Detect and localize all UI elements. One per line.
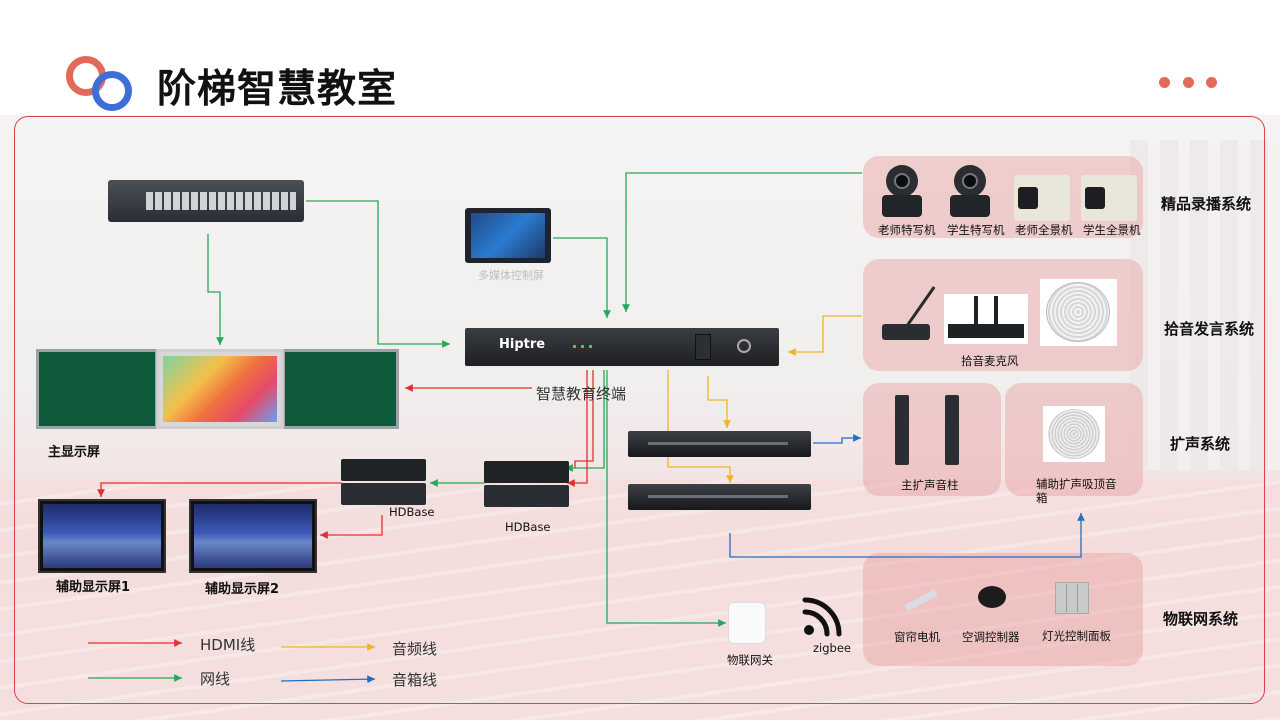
ceiling-speaker bbox=[1043, 406, 1105, 462]
light-control-panel bbox=[1055, 582, 1089, 614]
page-title: 阶梯智慧教室 bbox=[157, 67, 398, 112]
wireless-microphone bbox=[944, 294, 1028, 344]
pickup-system-title: 拾音发言系统 bbox=[1164, 320, 1255, 338]
iot-system-title: 物联网系统 bbox=[1163, 610, 1239, 628]
pickup-item: 拾音麦克风 bbox=[961, 354, 1019, 368]
hdbase-receiver-label: HDBase bbox=[389, 505, 435, 519]
amp-item: 辅助扩声吸顶音箱 bbox=[1036, 477, 1117, 505]
iot-item: 空调控制器 bbox=[962, 630, 1020, 644]
column-speaker-left bbox=[895, 395, 909, 465]
recording-system-title: 精品录播系统 bbox=[1161, 195, 1252, 213]
recording-item: 学生全景机 bbox=[1083, 223, 1141, 237]
control-screen-device bbox=[465, 208, 551, 263]
aux-display-2 bbox=[189, 499, 317, 573]
dot-icon bbox=[1159, 77, 1170, 88]
aux-display-1-label: 辅助显示屏1 bbox=[56, 580, 131, 595]
gooseneck-microphone bbox=[882, 278, 936, 342]
main-display bbox=[36, 349, 399, 429]
iot-gateway bbox=[728, 602, 766, 644]
terminal-brand: Hiptre bbox=[499, 337, 546, 352]
iot-item: 灯光控制面板 bbox=[1042, 629, 1111, 643]
amplification-system-title: 扩声系统 bbox=[1170, 435, 1231, 453]
aux-display-2-label: 辅助显示屏2 bbox=[205, 582, 280, 597]
curtain-motor bbox=[904, 588, 938, 612]
power-amplifier-2 bbox=[628, 484, 811, 510]
legend-label: HDMI线 bbox=[200, 636, 256, 654]
teacher-panorama-camera bbox=[1014, 175, 1070, 221]
logo-ring-blue bbox=[92, 71, 132, 111]
wifi-signal-icon bbox=[802, 597, 842, 637]
control-screen-label: 多媒体控制屏 bbox=[478, 269, 544, 282]
iot-item: 窗帘电机 bbox=[894, 630, 940, 644]
education-terminal: Hiptre bbox=[465, 328, 779, 366]
panel-amp-main bbox=[863, 383, 1001, 496]
gateway-label: 物联网关 bbox=[727, 653, 773, 667]
power-amplifier-1 bbox=[628, 431, 811, 457]
hdbase-receiver bbox=[341, 459, 426, 507]
diagram-frame bbox=[14, 116, 1265, 704]
column-speaker-right bbox=[945, 395, 959, 465]
aux-display-1 bbox=[38, 499, 166, 573]
legend-label: 网线 bbox=[200, 670, 231, 688]
ac-controller bbox=[978, 586, 1006, 608]
background-building bbox=[1130, 140, 1280, 470]
terminal-label: 智慧教育终端 bbox=[536, 385, 627, 403]
recording-item: 学生特写机 bbox=[947, 223, 1005, 237]
legend-label: 音箱线 bbox=[392, 671, 438, 689]
dot-icon bbox=[1183, 77, 1194, 88]
hdbase-transmitter bbox=[484, 461, 569, 509]
student-closeup-camera bbox=[948, 165, 992, 217]
student-panorama-camera bbox=[1081, 175, 1137, 221]
teacher-closeup-camera bbox=[880, 165, 924, 217]
ceiling-microphone bbox=[1040, 279, 1117, 346]
zigbee-label: zigbee bbox=[813, 641, 851, 655]
amp-item: 主扩声音柱 bbox=[901, 478, 959, 492]
recording-item: 老师全景机 bbox=[1015, 223, 1073, 237]
dot-icon bbox=[1206, 77, 1217, 88]
legend-label: 音频线 bbox=[392, 640, 438, 658]
recording-item: 老师特写机 bbox=[878, 223, 936, 237]
hdbase-transmitter-label: HDBase bbox=[505, 520, 551, 534]
network-switch bbox=[108, 180, 304, 222]
main-display-label: 主显示屏 bbox=[48, 445, 101, 460]
